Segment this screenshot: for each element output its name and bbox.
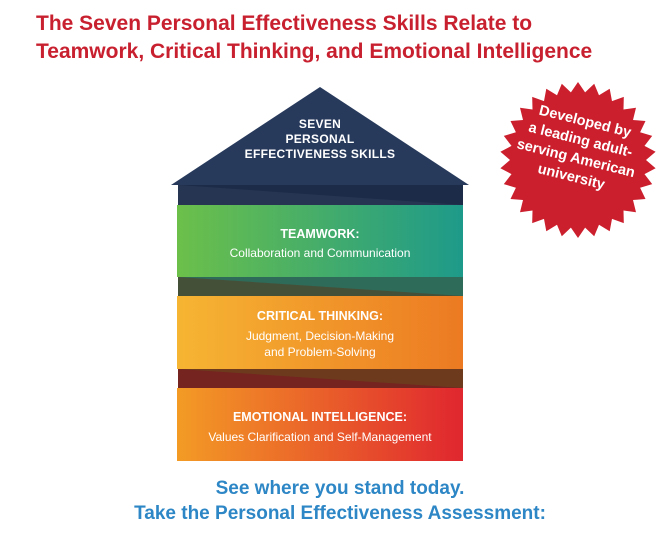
critical-thinking-sub: Judgment, Decision-Making and Problem-So… — [177, 328, 463, 360]
critical-thinking-sub-line-1: Judgment, Decision-Making — [245, 329, 395, 343]
title-line-2: Teamwork, Critical Thinking, and Emotion… — [36, 40, 593, 63]
roof-line-1: SEVEN — [298, 117, 342, 131]
teamwork-sub-line-1: Collaboration and Communication — [229, 246, 411, 260]
critical-thinking-title: CRITICAL THINKING: — [256, 309, 384, 323]
critical-thinking-band — [177, 296, 463, 369]
critical-thinking-sub-line-2: and Problem-Solving — [264, 345, 376, 359]
roof-label: SEVEN PERSONAL EFFECTIVENESS SKILLS — [230, 117, 410, 162]
cta-line-1: See where you stand today. — [215, 478, 465, 499]
roof-line-2: PERSONAL — [285, 132, 355, 146]
critical-thinking-label: CRITICAL THINKING: Judgment, Decision-Ma… — [177, 308, 463, 360]
roof-line-3: EFFECTIVENESS SKILLS — [244, 147, 396, 161]
teamwork-title: TEAMWORK: — [280, 227, 360, 241]
emotional-intelligence-label: EMOTIONAL INTELLIGENCE: Values Clarifica… — [177, 409, 463, 445]
badge-starburst — [500, 82, 656, 238]
fold-connector-1 — [178, 185, 463, 205]
emotional-intelligence-sub: Values Clarification and Self-Management — [177, 429, 463, 445]
teamwork-sub: Collaboration and Communication — [177, 245, 463, 261]
cta-line-2: Take the Personal Effectiveness Assessme… — [134, 503, 546, 524]
teamwork-band — [177, 205, 463, 277]
fold-shadow-2 — [178, 277, 463, 296]
emotional-intelligence-sub-line-1: Values Clarification and Self-Management — [208, 430, 432, 444]
title-line-1: The Seven Personal Effectiveness Skills … — [36, 12, 533, 35]
fold-shadow-1 — [178, 185, 463, 205]
emotional-intelligence-band — [177, 388, 463, 461]
roof-shape — [171, 87, 469, 185]
call-to-action: See where you stand today. Take the Pers… — [60, 476, 620, 526]
page-title: The Seven Personal Effectiveness Skills … — [36, 10, 646, 66]
teamwork-label: TEAMWORK: Collaboration and Communicatio… — [177, 226, 463, 261]
emotional-intelligence-title: EMOTIONAL INTELLIGENCE: — [232, 410, 408, 424]
fold-shadow-3 — [178, 369, 463, 388]
